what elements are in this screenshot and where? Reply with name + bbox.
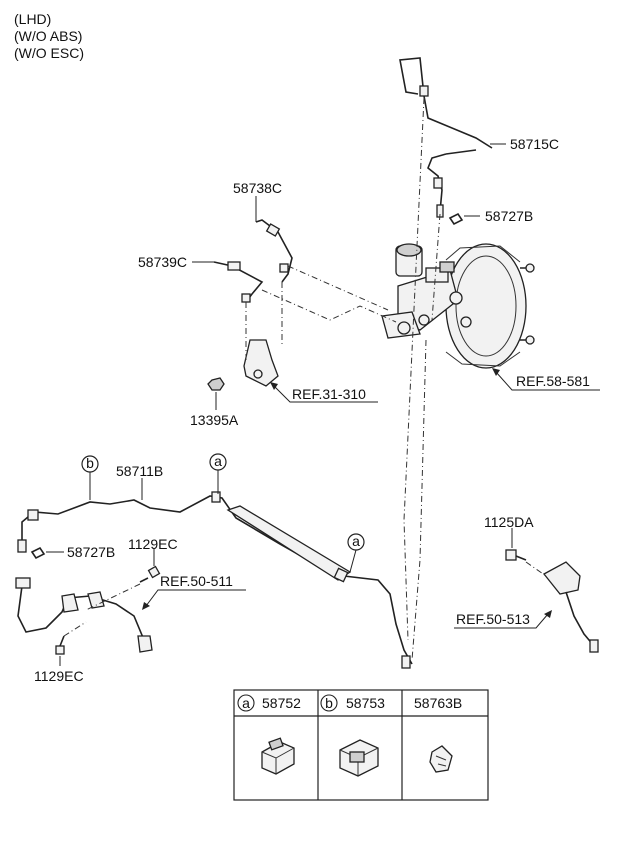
dash-line bbox=[287, 265, 389, 311]
svg-text:a: a bbox=[214, 453, 222, 469]
brake-tube-58738C bbox=[255, 219, 293, 283]
note-without-esc: (W/O ESC) bbox=[14, 45, 84, 61]
brake-tube-58715C bbox=[399, 57, 493, 218]
ref-50-513: REF.50-513 bbox=[454, 610, 552, 629]
table-part-58763B: 58763B bbox=[414, 695, 462, 711]
clip-58727B-left bbox=[30, 546, 46, 560]
svg-text:REF.50-511: REF.50-511 bbox=[160, 573, 233, 589]
nut-13395A bbox=[207, 377, 225, 391]
bolt-1125DA bbox=[505, 549, 527, 561]
label-13395A: 13395A bbox=[190, 412, 239, 428]
label-1129EC-lower: 1129EC bbox=[34, 668, 84, 684]
dash-line bbox=[63, 621, 87, 637]
brake-booster bbox=[445, 243, 535, 369]
clip-58752-drawing bbox=[261, 737, 295, 775]
brake-tube-58739C bbox=[213, 261, 264, 303]
label-58738C: 58738C bbox=[233, 180, 282, 196]
callout-a-lower: a bbox=[347, 533, 365, 573]
table-part-58752: 58752 bbox=[262, 695, 301, 711]
svg-text:REF.31-310: REF.31-310 bbox=[292, 386, 366, 402]
label-58715C: 58715C bbox=[510, 136, 559, 152]
clip-58763B-drawing bbox=[429, 745, 453, 773]
svg-text:REF.58-581: REF.58-581 bbox=[516, 373, 590, 389]
ref-50-511: REF.50-511 bbox=[142, 573, 246, 610]
ref-31-310: REF.31-310 bbox=[270, 382, 378, 403]
callout-a-upper: a bbox=[209, 453, 227, 494]
label-58711B: 58711B bbox=[116, 463, 163, 479]
callout-b: b bbox=[81, 455, 99, 500]
label-58727B-left: 58727B bbox=[67, 544, 115, 560]
table-mark-b: b bbox=[325, 695, 333, 711]
bolt-1129EC-lower bbox=[55, 635, 65, 655]
table-part-58753: 58753 bbox=[346, 695, 385, 711]
label-58727B-top: 58727B bbox=[485, 208, 533, 224]
note-without-abs: (W/O ABS) bbox=[14, 28, 83, 44]
clip-58727B-upper bbox=[448, 212, 464, 226]
dash-line bbox=[85, 583, 141, 611]
parts-table: a 58752 b 58753 58763B bbox=[233, 689, 489, 801]
ref-58-581: REF.58-581 bbox=[492, 368, 600, 391]
svg-text:REF.50-513: REF.50-513 bbox=[456, 611, 530, 627]
brake-hose-right bbox=[543, 561, 599, 653]
table-mark-a: a bbox=[242, 695, 250, 711]
dash-line bbox=[525, 561, 547, 577]
bolt-1129EC-upper bbox=[139, 565, 161, 583]
dash-line bbox=[431, 213, 441, 321]
label-1125DA: 1125DA bbox=[484, 514, 534, 530]
dash-line bbox=[403, 97, 425, 641]
svg-text:a: a bbox=[352, 533, 360, 549]
dash-line bbox=[411, 339, 427, 661]
note-lhd: (LHD) bbox=[14, 11, 52, 27]
brake-hose-left bbox=[15, 577, 153, 653]
clip-58753-drawing bbox=[339, 739, 379, 777]
bracket bbox=[243, 339, 279, 387]
label-1129EC-upper: 1129EC bbox=[128, 536, 178, 552]
label-58739C: 58739C bbox=[138, 254, 187, 270]
svg-text:b: b bbox=[86, 455, 94, 471]
